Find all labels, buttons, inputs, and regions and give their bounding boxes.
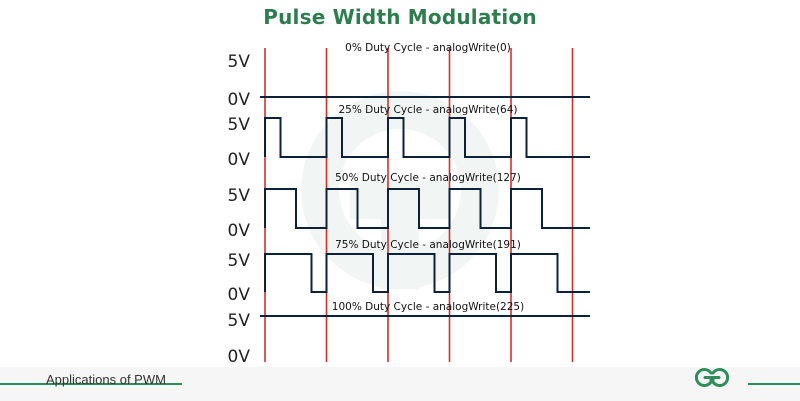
channel-label-1: 0% Duty Cycle - analogWrite(0) bbox=[345, 42, 511, 54]
level-label-low-4: 0V bbox=[228, 285, 251, 305]
level-label-high-3: 5V bbox=[228, 186, 251, 206]
channel-label-2: 25% Duty Cycle - analogWrite(64) bbox=[338, 104, 517, 116]
footer-caption: Applications of PWM bbox=[46, 372, 166, 387]
level-label-high-4: 5V bbox=[228, 251, 251, 271]
level-label-high-5: 5V bbox=[228, 311, 251, 331]
waveform-3 bbox=[264, 188, 590, 229]
level-label-low-2: 0V bbox=[228, 150, 251, 170]
channel-label-5: 100% Duty Cycle - analogWrite(225) bbox=[332, 301, 524, 313]
level-label-low-1: 0V bbox=[228, 90, 251, 110]
diagram-title: Pulse Width Modulation bbox=[263, 5, 537, 29]
waveform-4 bbox=[264, 253, 590, 293]
level-label-low-3: 0V bbox=[228, 221, 251, 241]
footer-divider-left bbox=[0, 383, 182, 385]
waveform-2 bbox=[264, 117, 590, 158]
geeksforgeeks-logo-icon bbox=[694, 368, 730, 387]
footer-divider-right bbox=[748, 383, 800, 385]
channel-label-3: 50% Duty Cycle - analogWrite(127) bbox=[335, 172, 521, 184]
level-label-high-2: 5V bbox=[228, 115, 251, 135]
level-label-high-1: 5V bbox=[228, 52, 251, 72]
channel-label-4: 75% Duty Cycle - analogWrite(191) bbox=[335, 239, 521, 251]
level-label-low-5: 0V bbox=[228, 347, 251, 367]
